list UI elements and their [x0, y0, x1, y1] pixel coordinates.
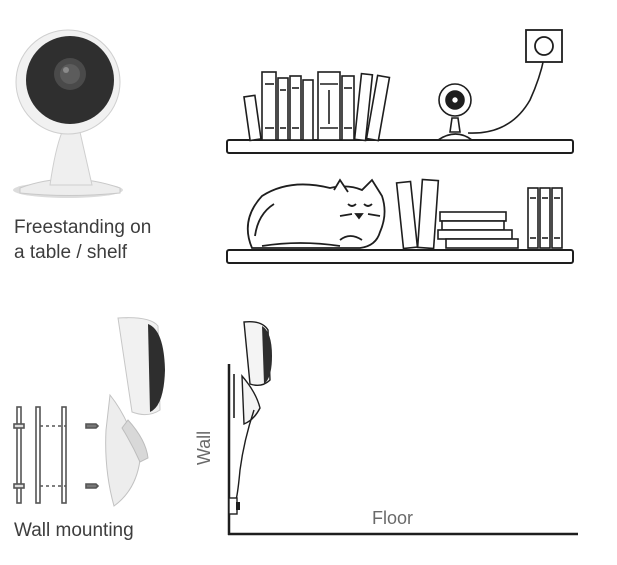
- wall-label: Wall: [192, 431, 216, 465]
- upper-shelf: [227, 140, 573, 153]
- wall-mount-camera-side-image: [106, 318, 165, 506]
- sleeping-cat-icon: [248, 180, 385, 248]
- wall-mounting-caption: Wall mounting: [14, 519, 134, 543]
- wall-floor-diagram: [228, 322, 578, 535]
- books-upper-shelf-icon: [244, 72, 389, 141]
- books-lower-shelf-icon: [397, 180, 562, 249]
- power-socket-icon: [526, 30, 562, 62]
- freestanding-caption-line2: a table / shelf: [14, 241, 127, 265]
- mounting-parts-icon: [14, 407, 98, 503]
- floor-label: Floor: [372, 506, 413, 530]
- shelf-camera-icon: [438, 58, 544, 140]
- freestanding-caption-line1: Freestanding on: [14, 216, 151, 240]
- freestanding-camera-image: [13, 30, 123, 198]
- lower-shelf: [227, 250, 573, 263]
